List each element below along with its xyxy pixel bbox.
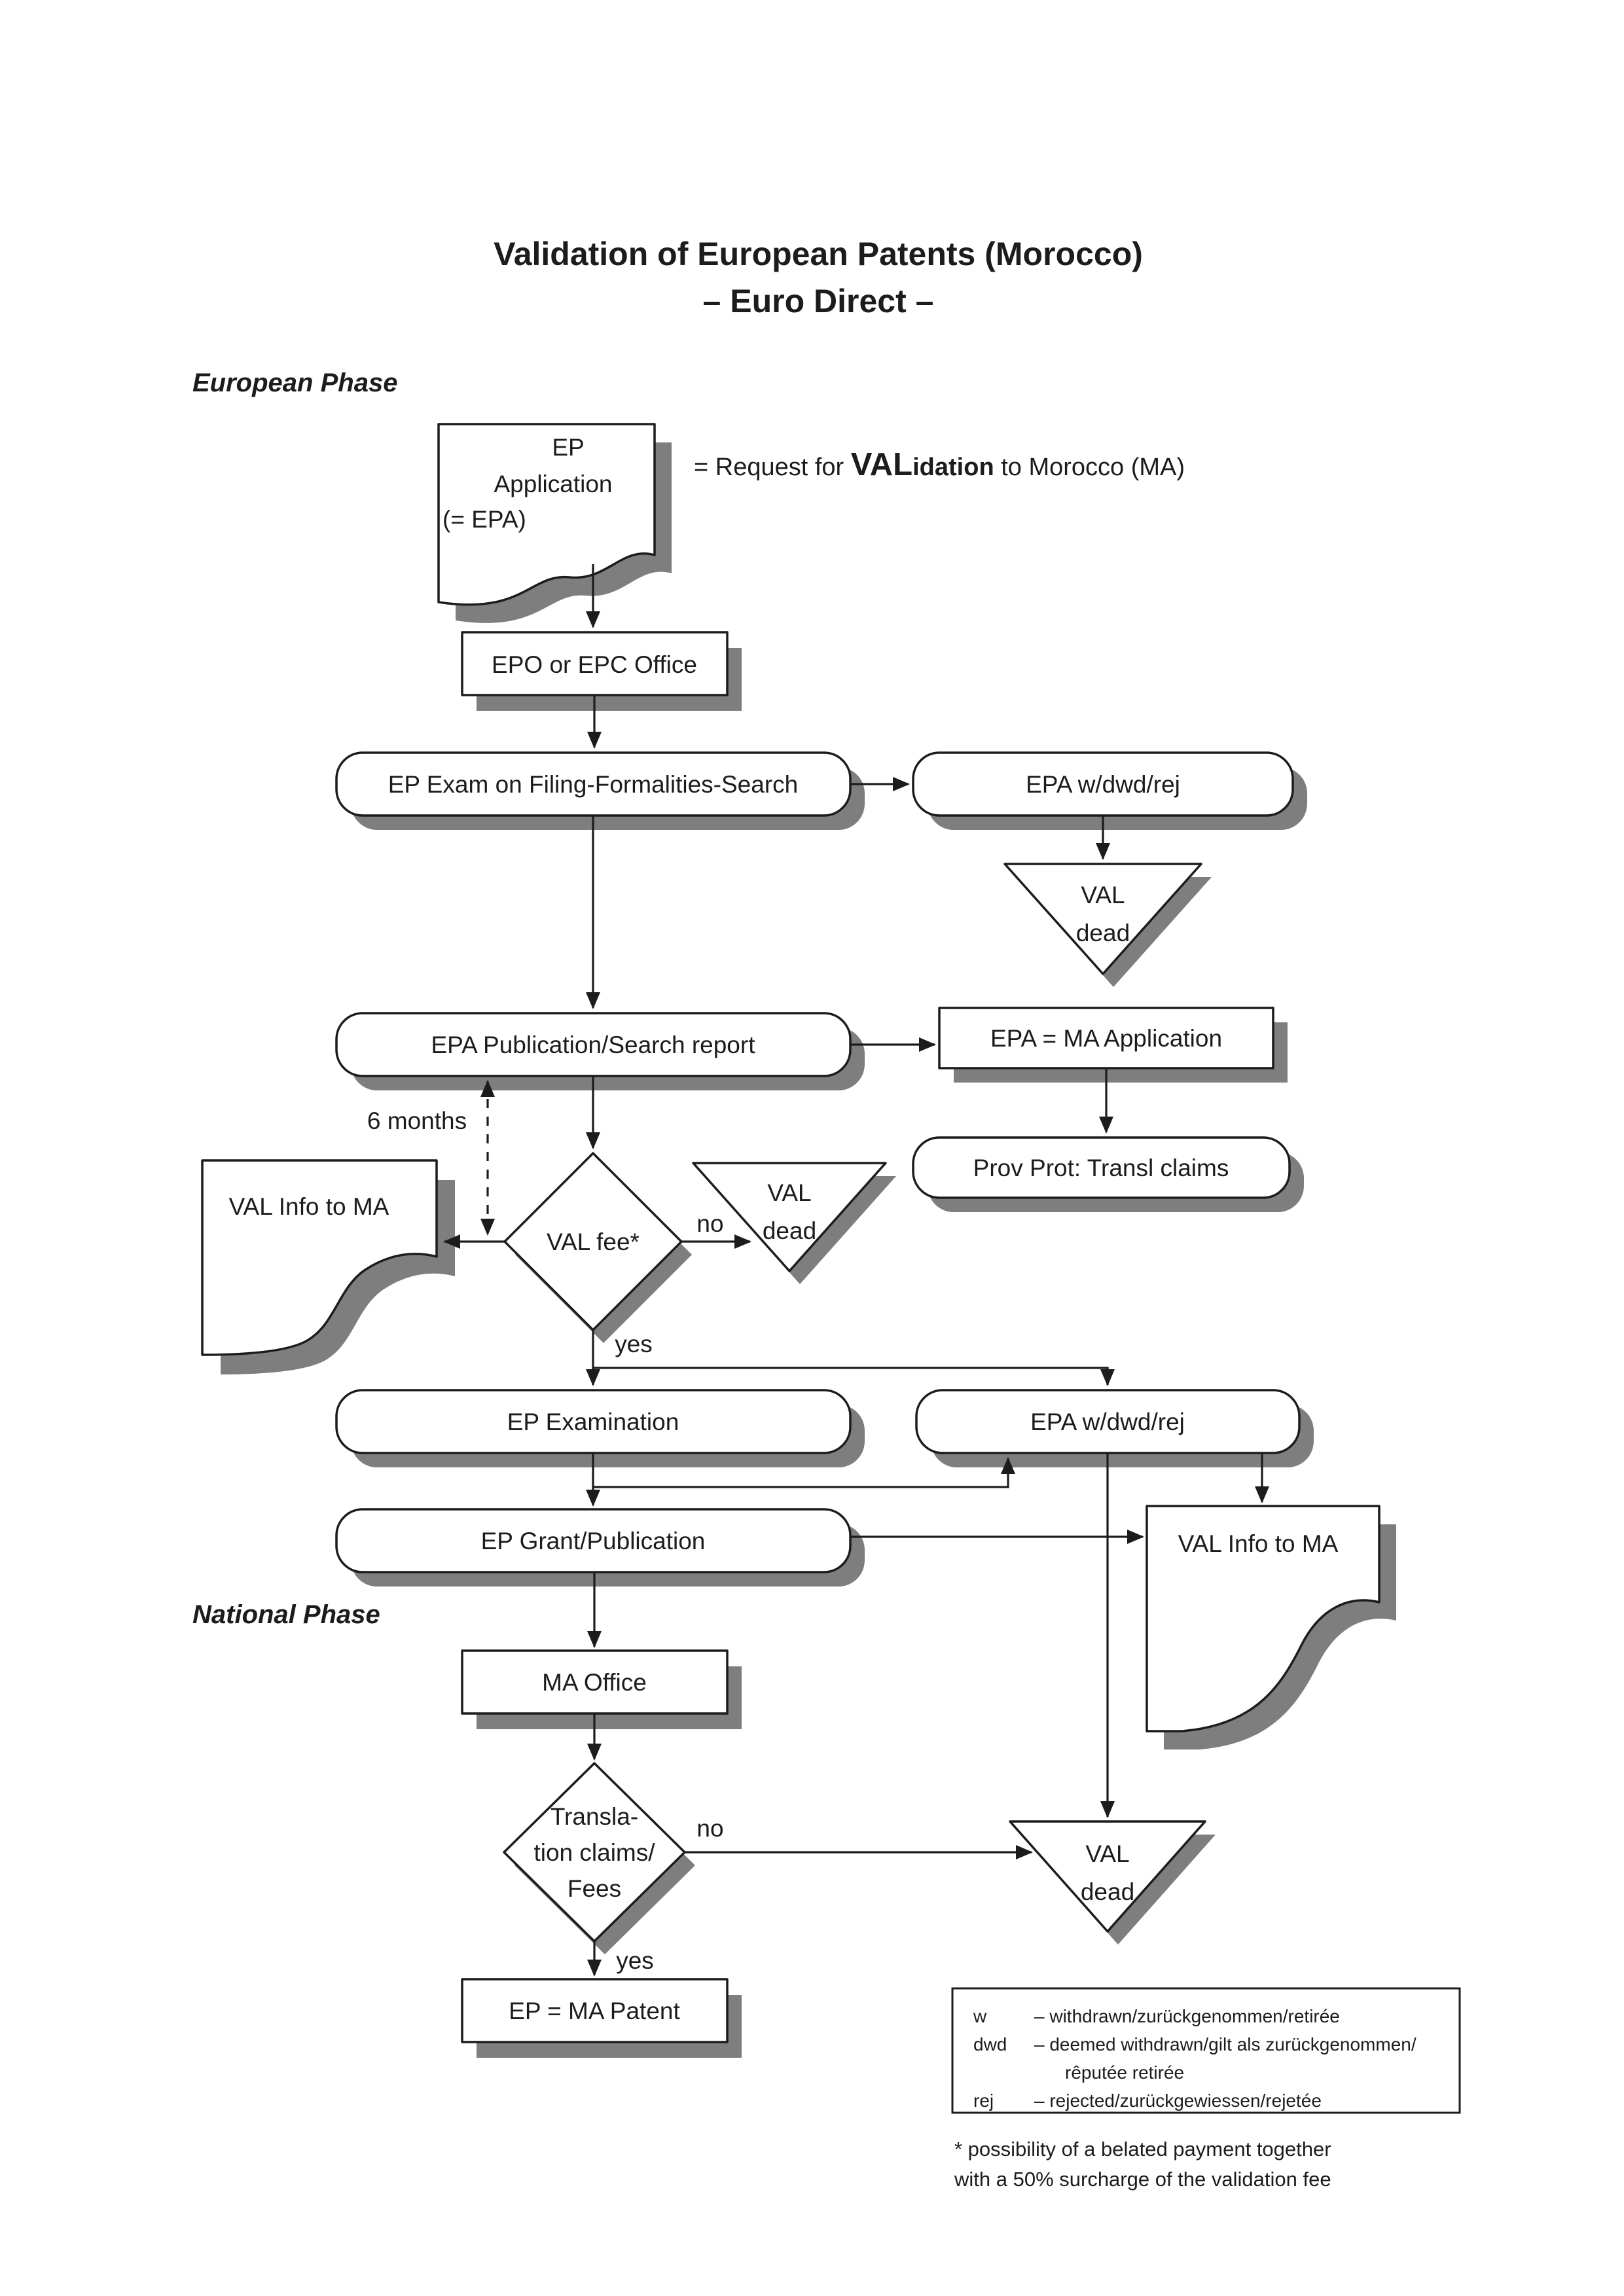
rect-shape — [938, 1007, 1274, 1069]
legend-definition: – withdrawn/zurückgenommen/retirée — [1034, 2006, 1340, 2026]
node-label: EPA w/dwd/rej — [1026, 771, 1180, 798]
node-ep-exam: EP Exam on Filing-Formalities-Search — [335, 751, 865, 830]
triangle-shape — [1003, 863, 1202, 975]
edge-label-no-translation: no — [696, 1815, 723, 1842]
node-label: VAL Info to MA — [1178, 1530, 1339, 1557]
node-label: dead — [1081, 1878, 1134, 1905]
annotation-val: VAL — [851, 447, 912, 482]
rect-shape — [461, 631, 729, 696]
node-label: dead — [1076, 920, 1130, 946]
node-val-fee: VAL fee* — [503, 1152, 692, 1343]
node-label: VAL — [767, 1179, 811, 1206]
node-label: VAL — [1081, 882, 1125, 908]
node-label: EPA = MA Application — [990, 1025, 1222, 1052]
node-label: EPA Publication/Search report — [431, 1031, 756, 1058]
legend-definition: – rejected/zurückgewiessen/rejetée — [1034, 2090, 1322, 2111]
node-ep-examination: EP Examination — [335, 1389, 865, 1467]
document-shape — [437, 423, 656, 606]
node-translation-claims: Transla- tion claims/ Fees — [503, 1762, 695, 1954]
footnote-line-2: with a 50% surcharge of the validation f… — [954, 2168, 1331, 2191]
node-label: EP Examination — [507, 1408, 679, 1435]
node-label: VAL — [1085, 1840, 1129, 1867]
footnote-line-1: * possibility of a belated payment toget… — [954, 2138, 1331, 2161]
document-shape — [201, 1159, 438, 1356]
node-epa-publication: EPA Publication/Search report — [335, 1012, 865, 1090]
connectors — [443, 564, 1269, 1977]
node-label: dead — [763, 1217, 816, 1244]
edge-label-six-months: 6 months — [367, 1107, 467, 1134]
node-epa-ma-application: EPA = MA Application — [938, 1007, 1288, 1083]
node-label: EP Exam on Filing-Formalities-Search — [388, 771, 798, 798]
stadium-shape — [912, 1136, 1291, 1199]
document-shape — [1146, 1505, 1380, 1732]
node-val-info-1: VAL Info to MA — [201, 1159, 455, 1374]
legend-term: w — [973, 2006, 987, 2026]
node-label: MA Office — [542, 1669, 647, 1696]
node-label: EP Grant/Publication — [481, 1528, 706, 1554]
edge-label-no-fee: no — [696, 1210, 723, 1237]
edge-label-yes-fee: yes — [615, 1331, 653, 1357]
node-ma-office: MA Office — [461, 1649, 742, 1729]
legend-definition: rêputée retirée — [1065, 2062, 1184, 2083]
phase-label-european: European Phase — [192, 368, 397, 397]
annotation-prefix: = Request for — [694, 454, 851, 481]
node-label: EP = MA Patent — [509, 1998, 680, 2024]
node-label: EP — [552, 434, 584, 461]
node-val-info-2: VAL Info to MA — [1146, 1505, 1396, 1749]
connector-epexamination-epawdwdrej2 — [592, 1453, 1015, 1488]
rect-shape — [461, 1978, 729, 2043]
annotation-suffix: to Morocco (MA) — [994, 454, 1185, 481]
node-epa-wdwdrej-1: EPA w/dwd/rej — [912, 751, 1307, 830]
node-ep-application: EP Application (= EPA) — [437, 423, 672, 623]
node-label: (= EPA) — [442, 506, 526, 533]
page-title-line2: – Euro Direct – — [703, 283, 934, 319]
edge-label-yes-translation: yes — [616, 1947, 654, 1974]
node-ep-grant: EP Grant/Publication — [335, 1508, 865, 1587]
node-epa-wdwdrej-2: EPA w/dwd/rej — [915, 1389, 1314, 1467]
node-epo-office: EPO or EPC Office — [461, 631, 742, 711]
node-label: VAL Info to MA — [229, 1193, 389, 1220]
triangle-shape — [1009, 1820, 1206, 1933]
legend-term: rej — [973, 2090, 994, 2111]
page-title-line1: Validation of European Patents (Morocco) — [494, 236, 1143, 272]
connector-valfee-yes-branch-right — [592, 1330, 1115, 1386]
annotation-idation: idation — [912, 454, 994, 481]
triangle-shape — [692, 1162, 887, 1272]
node-val-dead-3: VAL dead — [1009, 1820, 1216, 1945]
node-label: tion claims/ — [533, 1839, 655, 1866]
legend-definition: – deemed withdrawn/gilt als zurückgenomm… — [1034, 2034, 1416, 2054]
node-val-dead-1: VAL dead — [1003, 863, 1212, 987]
validation-request-annotation: = Request for VALidation to Morocco (MA) — [694, 447, 1185, 482]
legend: w – withdrawn/zurückgenommen/retirée dwd… — [951, 1987, 1461, 2114]
node-prov-prot: Prov Prot: Transl claims — [912, 1136, 1304, 1212]
node-label: EPA w/dwd/rej — [1030, 1408, 1185, 1435]
node-label: Prov Prot: Transl claims — [973, 1155, 1229, 1181]
legend-term: dwd — [973, 2034, 1007, 2054]
node-val-dead-2: VAL dead — [692, 1162, 896, 1284]
node-label: Transla- — [550, 1803, 638, 1830]
rect-shape — [461, 1649, 729, 1715]
node-label: Fees — [568, 1875, 621, 1902]
node-label: Application — [494, 471, 612, 497]
legend-box — [951, 1987, 1461, 2114]
node-label: VAL fee* — [547, 1229, 640, 1255]
phase-label-national: National Phase — [192, 1600, 380, 1629]
node-ep-ma-patent: EP = MA Patent — [461, 1978, 742, 2058]
node-label: EPO or EPC Office — [492, 651, 697, 678]
